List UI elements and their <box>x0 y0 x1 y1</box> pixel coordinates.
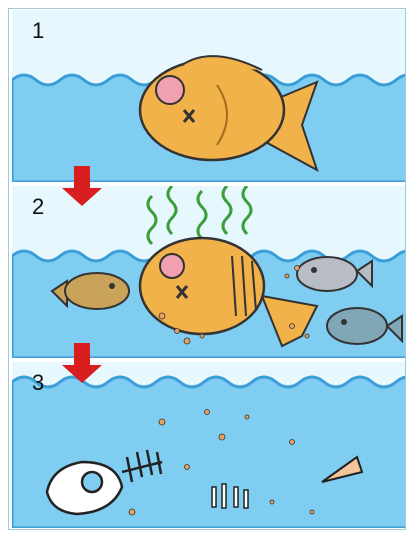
panel-3-scene <box>12 362 405 528</box>
panel-2-number: 2 <box>32 194 44 220</box>
panel-3-number: 3 <box>32 370 44 396</box>
panel-2-scene <box>12 186 405 358</box>
panel-1: 1 <box>12 10 405 182</box>
panel-2: 2 <box>12 186 405 358</box>
down-arrow-2 <box>58 343 106 385</box>
panel-1-number: 1 <box>32 18 44 44</box>
panel-1-scene <box>12 10 405 182</box>
panel-3: 3 <box>12 362 405 528</box>
down-arrow-1 <box>58 166 106 208</box>
